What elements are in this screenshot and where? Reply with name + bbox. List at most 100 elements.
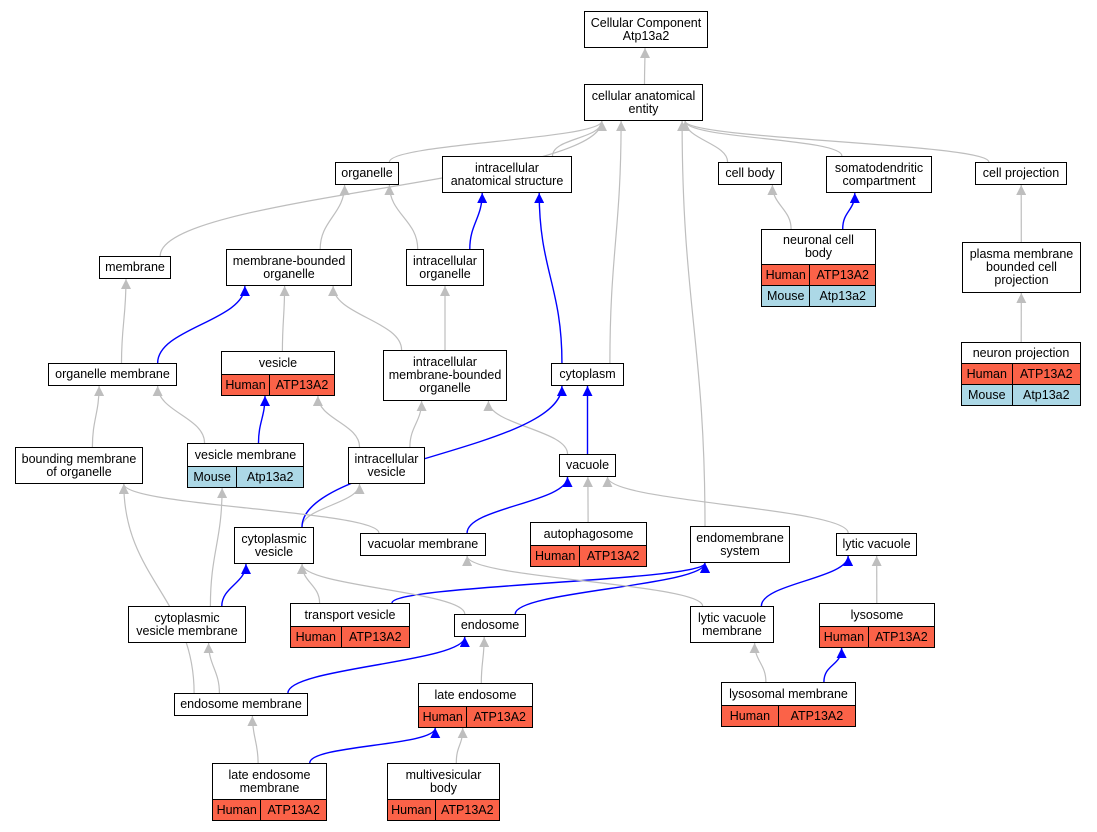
node-label: late endosome membrane <box>228 767 311 795</box>
edge-endosome-to-endomem <box>514 562 710 615</box>
node-lytvac[interactable]: lytic vacuole <box>836 533 917 556</box>
node-label: intracellular anatomical structure <box>450 160 564 188</box>
node-vacuole[interactable]: vacuole <box>559 454 616 477</box>
node-endomem[interactable]: endomembrane system <box>690 526 790 563</box>
edge-imbo-to-mbo <box>328 285 403 351</box>
edge-intves-to-vesicle <box>312 395 361 448</box>
edge-endomem-to-cae <box>677 120 706 527</box>
node-label: lysosomal membrane <box>729 686 848 701</box>
node-cytves[interactable]: cytoplasmic vesicle <box>234 527 314 564</box>
node-bmo[interactable]: bounding membrane of organelle <box>15 447 143 484</box>
node-label: plasma membrane bounded cell projection <box>969 247 1074 287</box>
node-cellbody[interactable]: cell body <box>718 162 782 185</box>
node-label: lysosome <box>850 607 904 622</box>
node-label: neuronal cell body <box>783 233 854 260</box>
node-vacmem[interactable]: vacuolar membrane <box>360 533 486 556</box>
node-label: multivesicular body <box>405 767 482 795</box>
node-label: transport vesicle <box>304 607 396 622</box>
node-label: intracellular vesicle <box>354 451 419 479</box>
node-label: cytoplasm <box>559 367 616 381</box>
node-label: membrane <box>105 260 165 274</box>
node-orgmem[interactable]: organelle membrane <box>48 363 177 386</box>
node-endosome[interactable]: endosome <box>454 614 526 637</box>
node-cellproj[interactable]: cell projection <box>975 162 1067 185</box>
human-annotation-row: Human ATP13A2 <box>962 363 1080 384</box>
node-intves[interactable]: intracellular vesicle <box>348 447 425 484</box>
species-label: Human <box>765 267 806 282</box>
node-endomemb[interactable]: endosome membrane <box>174 693 308 716</box>
edge-cae-to-root <box>639 47 650 85</box>
gene-symbol: ATP13A2 <box>867 627 934 647</box>
node-pmbcp[interactable]: plasma membrane bounded cell projection <box>962 242 1081 293</box>
node-label: cell body <box>725 166 775 180</box>
node-cytoplasm[interactable]: cytoplasm <box>551 363 624 386</box>
edge-vacmem-to-bmo <box>118 483 380 534</box>
node-root[interactable]: Cellular Component Atp13a2 <box>584 11 708 48</box>
node-label: endomembrane system <box>696 530 784 558</box>
node-membrane[interactable]: membrane <box>99 256 171 279</box>
edge-mbo-to-organelle <box>319 184 350 250</box>
node-label: intracellular organelle <box>413 253 477 281</box>
edge-orgmem-to-membrane <box>120 278 131 364</box>
node-io[interactable]: intracellular organelle <box>406 249 484 286</box>
edge-orgmem-to-mbo <box>156 285 250 364</box>
node-label: vacuole <box>565 458 610 472</box>
edge-cytves-to-cytoplasm <box>301 385 567 528</box>
node-ias[interactable]: intracellular anatomical structure <box>442 156 572 193</box>
node-organelle[interactable]: organelle <box>335 162 399 185</box>
species-label: Human <box>966 366 1007 381</box>
node-lvm[interactable]: lytic vacuole membrane <box>690 606 774 643</box>
edge-membrane-to-cae <box>159 120 607 257</box>
gene-symbol: ATP13A2 <box>434 800 499 820</box>
node-label: membrane-bounded organelle <box>232 253 346 281</box>
edge-lem-to-endomemb <box>247 715 259 764</box>
node-mbo[interactable]: membrane-bounded organelle <box>226 249 352 286</box>
gene-symbol: ATP13A2 <box>260 800 326 820</box>
node-imbo[interactable]: intracellular membrane-bounded organelle <box>383 350 507 401</box>
species-label: Human <box>422 709 463 724</box>
edge-ncb-to-somato <box>842 192 860 230</box>
species-label: Mouse <box>968 387 1006 402</box>
edge-lvm-to-vacmem <box>462 555 704 607</box>
node-label: Cellular Component Atp13a2 <box>590 15 702 43</box>
edge-io-to-ias <box>469 192 488 250</box>
species-label: Human <box>729 708 771 723</box>
edge-cytoplasm-to-ias <box>534 192 563 364</box>
gene-symbol: ATP13A2 <box>579 546 646 566</box>
species-label: Human <box>535 548 576 563</box>
gene-symbol: ATP13A2 <box>1011 364 1080 384</box>
species-label: Mouse <box>193 469 231 484</box>
node-label: intracellular membrane-bounded organelle <box>388 355 502 395</box>
gene-symbol: Atp13a2 <box>809 286 875 306</box>
node-somato[interactable]: somatodendritic compartment <box>826 156 932 193</box>
species-label: Human <box>225 377 266 392</box>
edge-endomemb-to-bmo <box>118 483 195 694</box>
node-label: endosome membrane <box>180 697 302 711</box>
edge-intves-to-imbo <box>409 400 427 448</box>
species-label: Human <box>216 802 257 817</box>
edge-cvm-to-cytves <box>221 563 251 607</box>
edge-cytves-to-intves <box>301 483 365 528</box>
gene-symbol: ATP13A2 <box>269 375 334 395</box>
edge-endomemb-to-endosome <box>287 636 470 694</box>
node-cae[interactable]: cellular anatomical entity <box>584 84 703 121</box>
node-cvm[interactable]: cytoplasmic vesicle membrane <box>128 606 246 643</box>
edge-ncb-to-cellbody <box>767 184 792 230</box>
